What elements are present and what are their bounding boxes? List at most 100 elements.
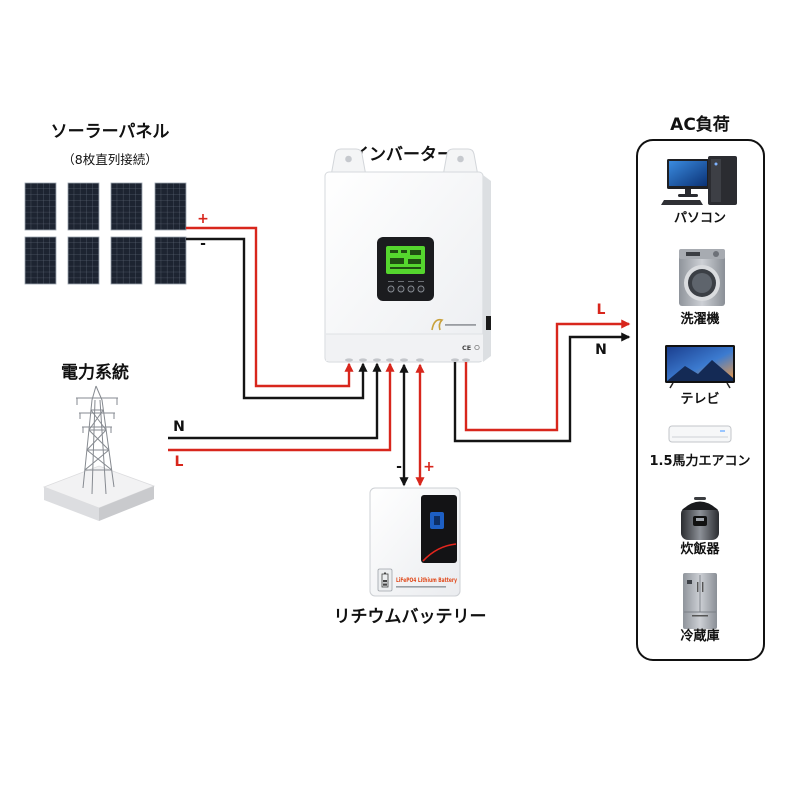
battery-positive-label: + <box>423 459 435 475</box>
rice-cooker-handle <box>694 497 706 500</box>
battery-switch-toggle <box>434 516 440 525</box>
inverter-button <box>397 285 405 293</box>
solar-panel <box>154 236 187 285</box>
battery-negative-label: - <box>396 459 402 475</box>
inverter-title: インバーター <box>352 145 454 165</box>
load-label-rice-cooker: 炊飯器 <box>680 541 720 557</box>
ac-output-neutral-wire <box>453 332 631 443</box>
mounting-hole <box>345 155 352 163</box>
caption-mark <box>418 281 424 282</box>
tower-bracing <box>84 409 112 471</box>
inverter-side <box>483 175 491 362</box>
tower-leg <box>99 399 107 495</box>
tower-lattice <box>76 385 118 495</box>
solar-panel <box>24 182 57 231</box>
washing-machine-icon <box>679 249 725 306</box>
ac-loads-box <box>636 139 765 661</box>
pc-monitor-base <box>678 194 698 197</box>
cable-gland <box>359 358 367 362</box>
power-grid-title: 電力系統 <box>61 362 129 383</box>
ac-loads-title: AC負荷 <box>670 114 730 135</box>
cable-gland <box>416 358 424 362</box>
tower-leg <box>95 385 115 488</box>
desktop-pc-icon <box>661 156 737 205</box>
ac-output-line-label: L <box>597 302 606 318</box>
washer-control-panel <box>679 249 725 259</box>
lcd-segment <box>390 267 421 269</box>
solar-negative-label: - <box>200 236 206 252</box>
cable-gland <box>345 358 353 362</box>
brand-logo <box>431 318 444 331</box>
lcd-segment <box>408 259 421 264</box>
inverter-button-captions <box>388 281 424 282</box>
solar-panel <box>67 236 100 285</box>
tower-insulators <box>76 398 118 433</box>
solar-panel <box>110 182 143 231</box>
lcd-readout <box>390 250 421 269</box>
inverter-side-switch <box>486 316 491 330</box>
lithium-battery-icon: LiFePO4 Lithium Battery <box>369 487 461 597</box>
load-label-washer: 洗濯機 <box>680 311 719 327</box>
solar-positive-wire <box>186 226 354 388</box>
battery-fine-print <box>396 586 446 588</box>
washer-display <box>686 252 700 256</box>
grid-neutral-label: N <box>173 419 185 435</box>
inverter-mounting-tab-right <box>442 148 479 177</box>
fridge-handle <box>702 582 704 592</box>
caption-mark <box>388 281 394 282</box>
mounting-hole <box>457 155 464 163</box>
solar-panel-title: ソーラーパネル <box>51 122 170 142</box>
solar-panel <box>24 236 57 285</box>
solar-panel-icon <box>67 182 100 231</box>
transmission-tower-icon <box>42 385 156 521</box>
tower-bracing <box>84 409 113 471</box>
certification-icon <box>474 344 480 351</box>
washer-drum-glass <box>692 273 712 293</box>
tower-leg <box>82 385 97 489</box>
grid-line-label: L <box>175 454 184 470</box>
refrigerator-icon <box>683 573 717 629</box>
solar-panel <box>67 182 100 231</box>
tower-platform-right <box>99 486 154 521</box>
lcd-segment <box>410 250 421 255</box>
solar-panel-icon <box>67 236 100 285</box>
ac-output-line-wire <box>464 319 631 432</box>
solar-negative-wire <box>186 237 368 400</box>
inverter-button <box>387 285 395 293</box>
grid-neutral-wire <box>168 362 382 440</box>
battery-level-bar <box>383 580 387 583</box>
battery-red-accent <box>422 543 457 562</box>
wiring <box>168 226 631 487</box>
battery-title: リチウムバッテリー <box>334 607 487 627</box>
load-label-pc: パソコン <box>674 211 726 226</box>
solar-positive-label: + <box>197 211 209 227</box>
pc-power-button <box>714 162 718 166</box>
rice-cooker-icon <box>681 497 719 540</box>
fridge-handle <box>697 582 699 592</box>
lcd-segment <box>390 250 398 253</box>
air-conditioner-icon <box>668 425 732 443</box>
pc-monitor-stand <box>685 189 691 195</box>
fridge-drawer-handle <box>692 615 708 617</box>
cable-gland <box>400 358 408 362</box>
rice-cooker-display <box>696 518 704 521</box>
pc-tower-front <box>711 159 721 202</box>
solar-panel <box>110 236 143 285</box>
battery-level-bar <box>383 583 387 586</box>
ac-unit-indicator <box>720 430 725 432</box>
cable-gland <box>451 358 459 362</box>
solar-panel-array <box>24 182 187 285</box>
tower-cross-arm <box>76 397 118 428</box>
solar-panel-icon <box>24 182 57 231</box>
inverter-icon: CE <box>324 148 491 363</box>
pc-monitor-screen <box>669 161 707 186</box>
inverter-mounting-tab-left <box>330 148 367 177</box>
caption-mark <box>408 281 414 282</box>
solar-panel-icon <box>24 236 57 285</box>
inverter-button <box>417 285 425 293</box>
solar-panel-subtitle: （8枚直列接続） <box>62 152 157 167</box>
battery-level-cap <box>384 572 386 574</box>
inverter-button <box>407 285 415 293</box>
cable-gland <box>373 358 381 362</box>
